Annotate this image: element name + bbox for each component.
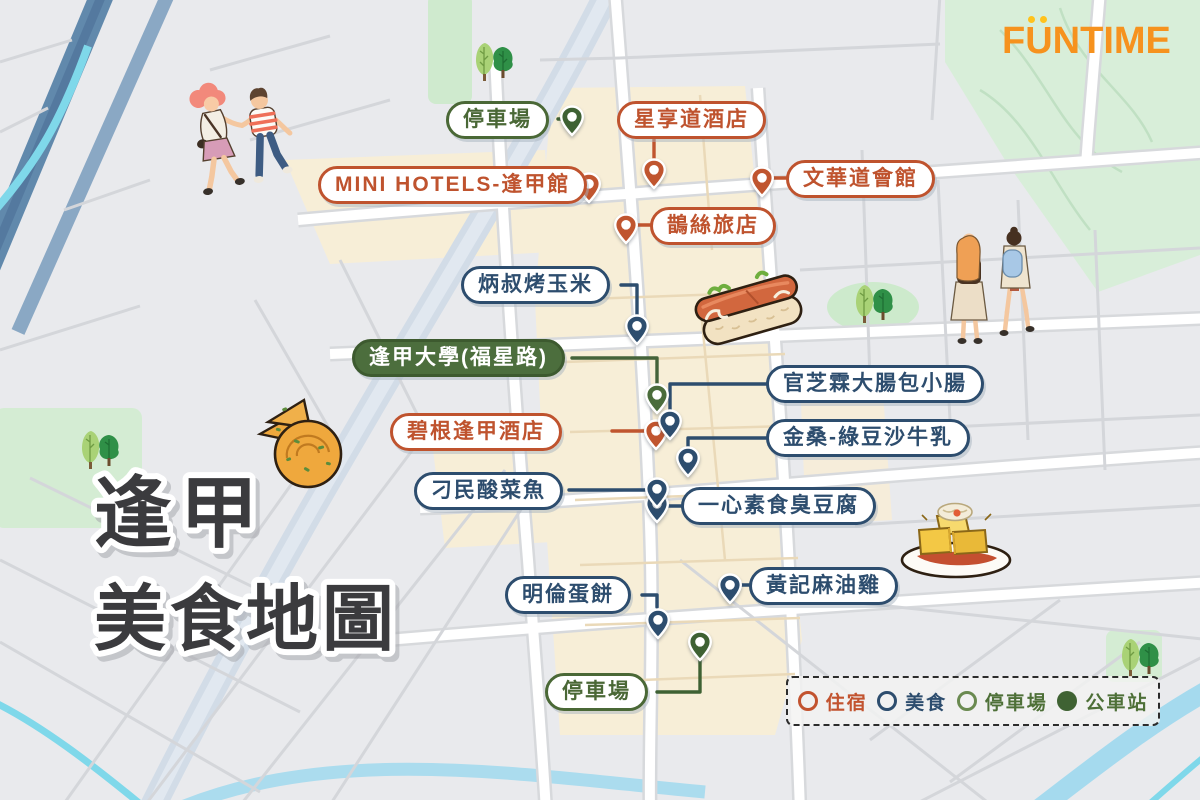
hotel-legend-icon [797, 691, 818, 711]
legend-item-bus-station: 公車站 [1057, 688, 1148, 715]
trees-icon [82, 431, 119, 469]
map-pin-kinsan-mung-bean[interactable] [675, 446, 701, 478]
label-parking-bottom[interactable]: 停車場 [545, 673, 648, 712]
map-pin-chase-walker-hotel[interactable] [613, 213, 639, 245]
walking-women-illustration [950, 226, 1035, 344]
map-pin-in-one-city-inn[interactable] [749, 166, 775, 198]
label-grilled-corn[interactable]: 炳叔烤玉米 [461, 266, 610, 305]
logo-letter-u: U [1025, 20, 1053, 62]
title-line1: 逢甲 [94, 469, 266, 557]
food-legend-icon [877, 691, 898, 711]
label-parking-top[interactable]: 停車場 [446, 101, 549, 140]
scallion-pancake-illustration [256, 398, 343, 489]
map-pin-minglun-pancake[interactable] [645, 608, 671, 640]
label-sesame-chicken[interactable]: 黃記麻油雞 [749, 567, 898, 606]
label-in-sky-hotel[interactable]: 星享道酒店 [617, 101, 766, 140]
trees-icon [856, 285, 893, 323]
map-legend: 住宿 美食 停車場 公車站 [786, 676, 1160, 726]
label-chase-walker-hotel[interactable]: 鵲絲旅店 [650, 207, 776, 246]
logo-letters-ntime: NTIME [1052, 20, 1171, 62]
trees-icon [1122, 639, 1159, 677]
label-kinsan-mung-bean[interactable]: 金桑-綠豆沙牛乳 [766, 419, 970, 458]
label-mini-hotels[interactable]: MINI HOTELS-逢甲館 [318, 166, 588, 205]
map-pin-grilled-corn[interactable] [624, 314, 650, 346]
legend-item-hotel: 住宿 [797, 688, 868, 715]
map-pin-sesame-chicken[interactable] [717, 573, 743, 605]
legend-item-food: 美食 [877, 688, 947, 715]
map-pin-pickled-fish[interactable] [644, 477, 670, 509]
map-pin-guanzhilin[interactable] [657, 409, 683, 441]
label-fcu-bus-stop[interactable]: 逢甲大學(福星路) [352, 339, 565, 378]
bus-station-legend-icon [1057, 691, 1078, 711]
label-minglun-pancake[interactable]: 明倫蛋餅 [505, 576, 631, 615]
sausage-bun-illustration [694, 270, 803, 346]
label-stinky-tofu[interactable]: 一心素食臭豆腐 [681, 487, 876, 526]
trees-icon [476, 43, 513, 81]
stinky-tofu-illustration [900, 502, 1012, 579]
map-pin-in-sky-hotel[interactable] [641, 158, 667, 190]
label-in-one-city-inn[interactable]: 文華道會館 [786, 160, 935, 199]
map-pin-parking-bottom[interactable] [687, 630, 713, 662]
title-line2: 美食地圖 [94, 580, 398, 660]
label-guanzhilin[interactable]: 官芝霖大腸包小腸 [766, 365, 984, 404]
logo-umlaut-dots [1028, 16, 1048, 23]
label-pickled-fish[interactable]: 刁民酸菜魚 [414, 472, 563, 511]
legend-item-parking: 停車場 [956, 688, 1048, 715]
walking-couple-illustration [189, 82, 293, 196]
label-beacon-hotel[interactable]: 碧根逢甲酒店 [390, 413, 562, 452]
map-pin-parking-top[interactable] [559, 105, 585, 137]
page-title: 逢甲 美食地圖 [88, 463, 400, 666]
parking-legend-icon [956, 691, 977, 711]
logo-letter-f: F [1002, 20, 1026, 62]
